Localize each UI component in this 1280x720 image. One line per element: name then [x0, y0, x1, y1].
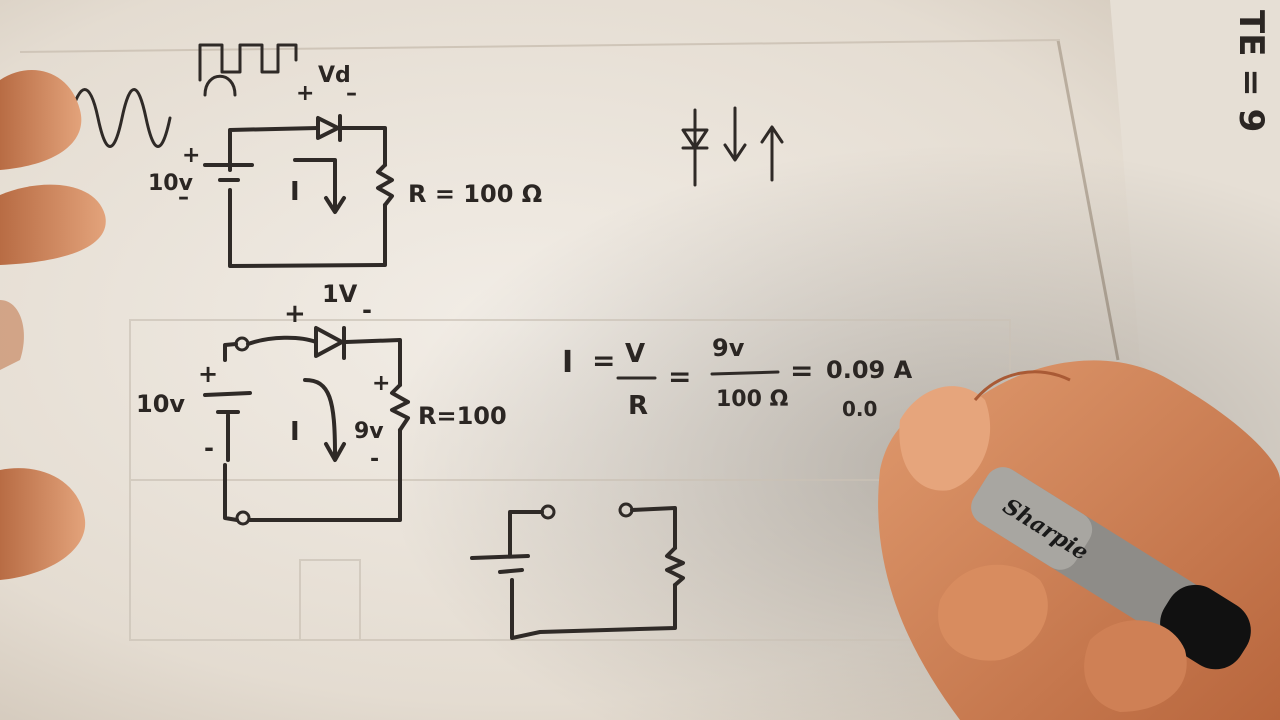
diode-direction-sketch — [681, 106, 784, 187]
diode-1-symbol — [316, 114, 342, 142]
current-2-arrow — [303, 378, 346, 462]
circuit-1-wires — [228, 126, 387, 268]
sine-wave-sketch — [68, 88, 172, 148]
battery-3-short-plate — [498, 568, 524, 574]
resistor-3-symbol — [665, 546, 685, 587]
diode-2-plus: + — [284, 299, 306, 329]
equation-num1: V — [625, 339, 645, 369]
battery-2-minus: - — [204, 434, 214, 462]
resistor-2-minus: - — [370, 447, 379, 472]
diode-2-voltage: 1V — [322, 280, 358, 308]
battery-2-plus: + — [198, 360, 218, 388]
circuit-2-wires — [223, 335, 402, 522]
battery-1-label: 10v — [148, 171, 194, 196]
battery-1-minus: – — [178, 185, 189, 210]
arrow-down-icon — [723, 106, 747, 162]
corner-text: TE = 9 — [1231, 10, 1271, 132]
arrow-up-icon — [760, 125, 784, 182]
equation-result: 0.09 A — [826, 356, 913, 384]
circuit-1: 10v + – + Vd – I R = 100 Ω — [68, 43, 542, 268]
battery-2-long-plate — [203, 391, 252, 397]
circuit-3 — [470, 502, 685, 640]
diode-2-minus: - — [362, 296, 372, 324]
equation-den1: R — [628, 391, 648, 421]
equation-lhs: I — [562, 345, 573, 380]
ohms-law-equation: I = V R = 9v 100 Ω = 0.09 A 0.0 — [562, 334, 913, 421]
resistor-2-label: R=100 — [418, 402, 507, 430]
resistor-1-symbol — [376, 163, 394, 207]
current-1-arrow — [293, 158, 346, 214]
battery-1-plus: + — [182, 143, 200, 168]
equation-partial: 0.0 — [842, 397, 877, 421]
circuit-3-wires — [508, 506, 677, 640]
current-2-label: I — [290, 417, 300, 447]
rectified-wave-sketch — [203, 74, 237, 97]
fraction-bar-2 — [710, 370, 780, 376]
current-1-label: I — [290, 177, 300, 207]
resistor-2-symbol — [390, 383, 410, 432]
left-hand — [0, 70, 106, 580]
right-hand-with-marker: Sharpie — [878, 360, 1280, 720]
equation-num2: 9v — [712, 334, 745, 362]
diode-1-minus: – — [346, 81, 357, 106]
equation-den2: 100 Ω — [716, 387, 789, 412]
diode-1-plus: + — [296, 81, 314, 106]
circuit-2: 10v + - + 1V - I + 9v - R=100 — [136, 280, 507, 526]
diode-2-symbol — [314, 326, 346, 360]
square-wave-sketch — [198, 43, 298, 82]
resistor-1-label: R = 100 Ω — [408, 180, 542, 208]
battery-2-label: 10v — [136, 390, 185, 418]
battery-3-long-plate — [470, 554, 530, 560]
equation-eq1: = — [592, 344, 615, 377]
resistor-2-plus: + — [372, 371, 390, 396]
equation-eq2: = — [668, 360, 691, 393]
diode-1-voltage: Vd — [318, 63, 351, 88]
resistor-2-voltage: 9v — [354, 419, 384, 444]
equation-eq3: = — [790, 354, 813, 387]
